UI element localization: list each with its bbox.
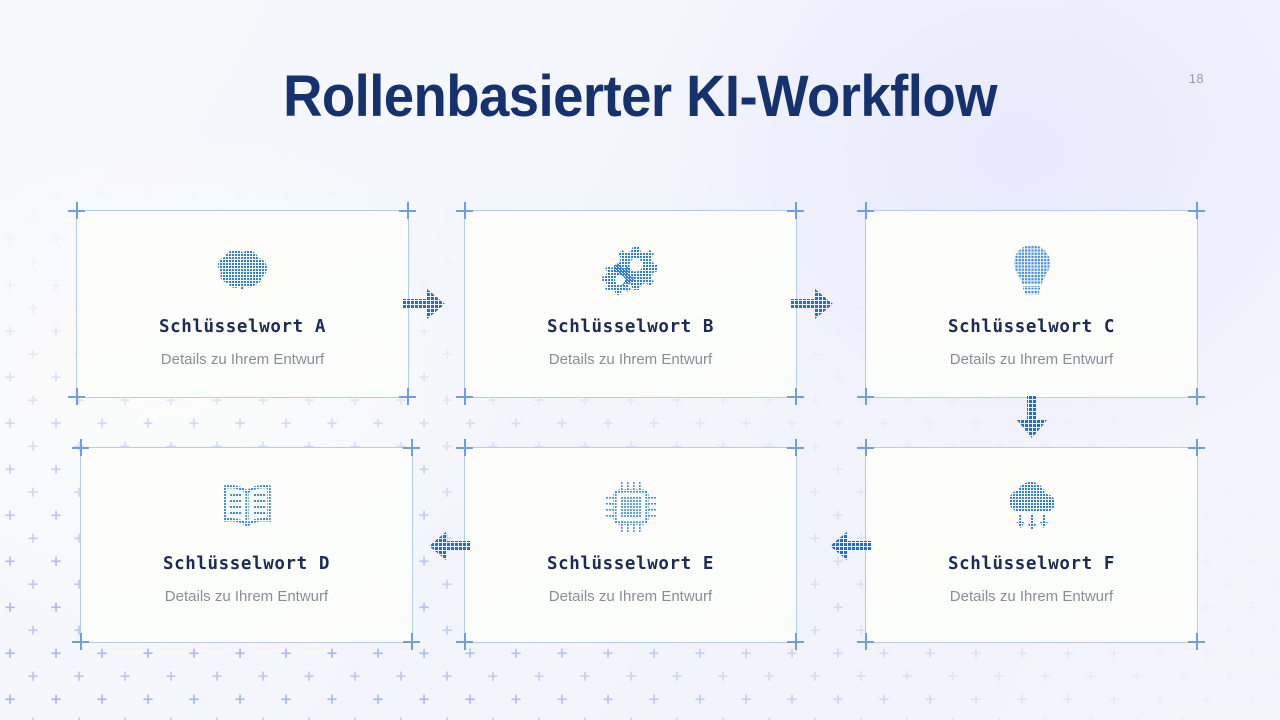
card-subtitle: Details zu Ihrem Entwurf (949, 351, 1114, 368)
card-a[interactable]: Schlüsselwort A Details zu Ihrem Entwurf (68, 202, 416, 405)
card-title: Schlüsselwort A (158, 317, 327, 337)
card-title: Schlüsselwort F (947, 554, 1116, 574)
card-e[interactable]: Schlüsselwort E Details zu Ihrem Entwurf (456, 439, 804, 650)
brain-icon (214, 241, 272, 299)
card-title: Schlüsselwort D (162, 554, 331, 574)
card-subtitle: Details zu Ihrem Entwurf (160, 351, 325, 368)
card-subtitle: Details zu Ihrem Entwurf (164, 588, 329, 605)
card-f[interactable]: Schlüsselwort F Details zu Ihrem Entwurf (857, 439, 1205, 650)
card-b[interactable]: Schlüsselwort B Details zu Ihrem Entwurf (456, 202, 804, 405)
card-subtitle: Details zu Ihrem Entwurf (548, 588, 713, 605)
card-title: Schlüsselwort E (546, 554, 715, 574)
open-book-icon (218, 478, 276, 536)
arrow-down-icon-c-to-f (1013, 396, 1051, 447)
page-number: 18 (1188, 71, 1204, 86)
card-title: Schlüsselwort C (947, 317, 1116, 337)
cloud-download-icon (1004, 478, 1060, 536)
gears-icon (601, 241, 661, 299)
arrow-right-icon-b-to-c (791, 285, 837, 328)
page-title: Rollenbasierter KI-Workflow (283, 64, 997, 129)
card-d[interactable]: Schlüsselwort D Details zu Ihrem Entwurf (72, 439, 420, 650)
card-title: Schlüsselwort B (546, 317, 715, 337)
arrow-right-icon-a-to-b (403, 285, 449, 328)
card-subtitle: Details zu Ihrem Entwurf (949, 588, 1114, 605)
card-subtitle: Details zu Ihrem Entwurf (548, 351, 713, 368)
lightbulb-icon (1009, 241, 1055, 299)
card-c[interactable]: Schlüsselwort C Details zu Ihrem Entwurf (857, 202, 1205, 405)
cpu-chip-icon (603, 478, 659, 536)
